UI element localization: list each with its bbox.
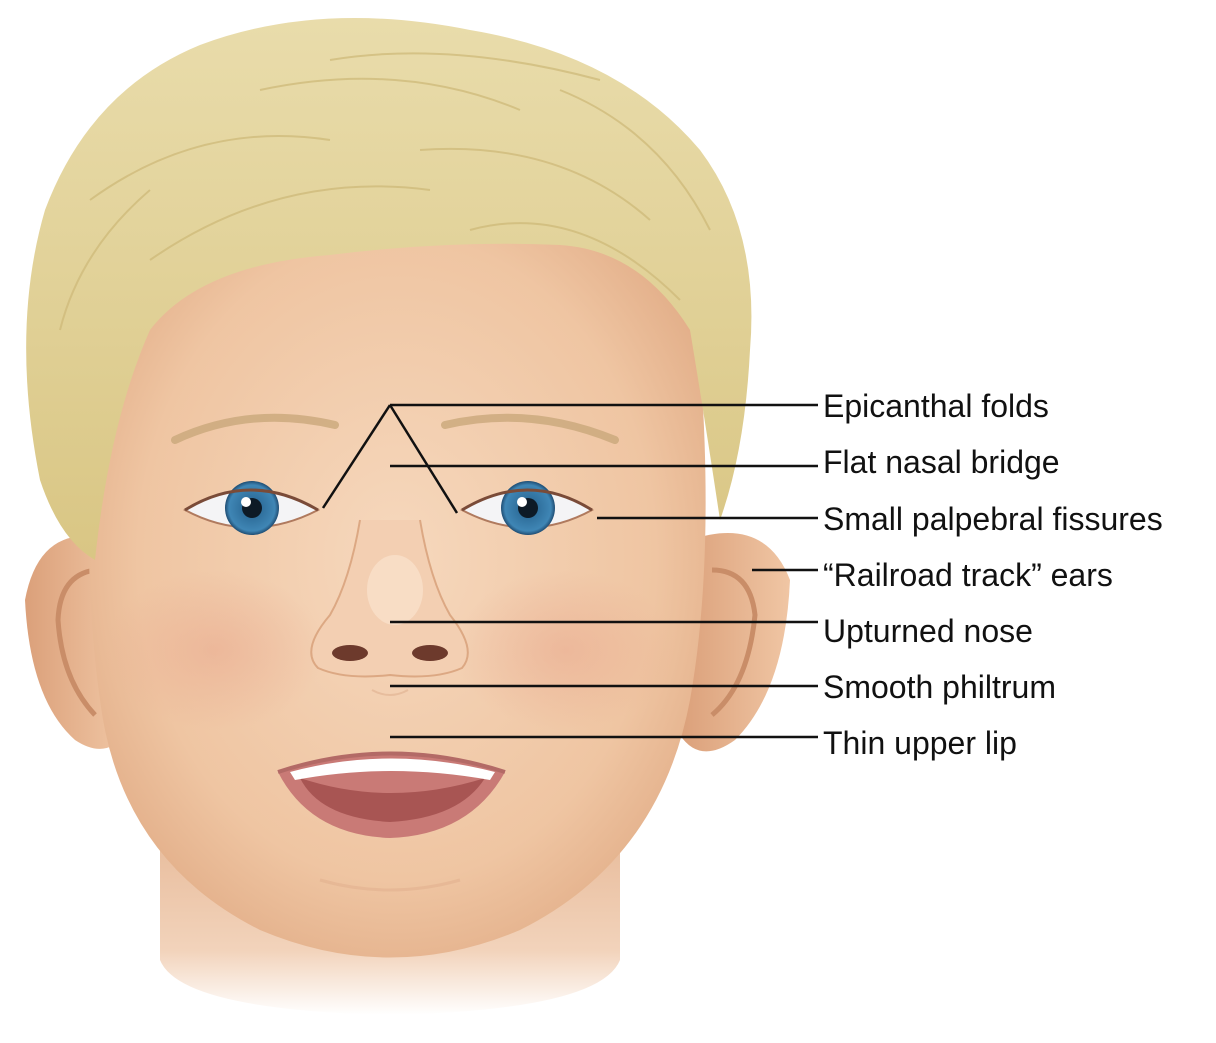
label-thin-upper-lip: Thin upper lip — [823, 725, 1017, 761]
right-nostril — [412, 645, 448, 661]
label-flat-nasal-bridge: Flat nasal bridge — [823, 444, 1060, 480]
left-cheek — [105, 570, 325, 730]
label-upturned-nose: Upturned nose — [823, 613, 1033, 649]
label-railroad-track-ears: “Railroad track” ears — [823, 557, 1113, 593]
label-small-palpebral-fissures: Small palpebral fissures — [823, 501, 1163, 537]
label-epicanthal-folds: Epicanthal folds — [823, 388, 1049, 424]
label-smooth-philtrum: Smooth philtrum — [823, 669, 1056, 705]
right-cheek — [455, 570, 675, 730]
left-nostril — [332, 645, 368, 661]
